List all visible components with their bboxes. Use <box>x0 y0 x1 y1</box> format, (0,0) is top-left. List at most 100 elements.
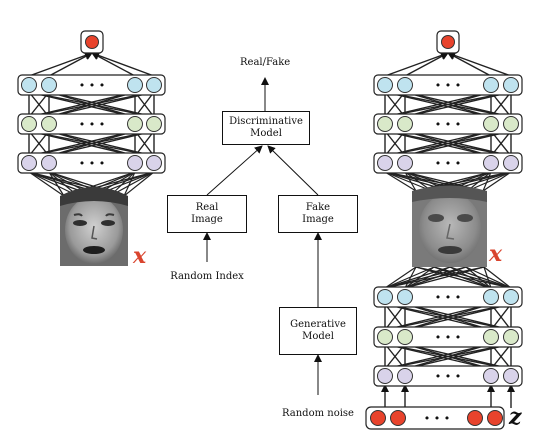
left-output-node-dot <box>85 35 99 49</box>
left-layer-bottom-node <box>127 155 143 171</box>
generator-input-connections <box>381 384 515 408</box>
right-layer-bottom: • • • <box>373 152 523 174</box>
generator-layer-mid-ellipsis: • • • <box>435 331 461 344</box>
noise-node <box>390 410 406 426</box>
right-network: • • • • • • • • • <box>373 30 523 192</box>
left-x-label: x <box>133 243 147 269</box>
generator-layer-bottom-node <box>503 368 519 384</box>
fake-image-line2: Image <box>302 214 334 225</box>
left-layer-top-node <box>21 77 37 93</box>
generator-layer-bottom: • • • <box>373 365 523 387</box>
generator-layer-mid-node <box>503 329 519 345</box>
noise-input-layer: • • • <box>365 406 505 430</box>
random-index-label: Random Index <box>170 271 244 282</box>
left-layer-mid-node <box>127 116 143 132</box>
arrow-fake-to-discriminative <box>267 145 319 196</box>
generator-layer-top-node <box>503 289 519 305</box>
fake-image-line1: Fake <box>305 202 331 213</box>
left-network: • • • • • • • • • <box>17 30 166 197</box>
left-layer-mid-ellipsis: • • • <box>79 118 105 131</box>
right-output-node <box>436 30 460 54</box>
right-layer-bottom-node <box>503 155 519 171</box>
right-layer-mid: • • • <box>373 113 523 135</box>
left-layer-bottom: • • • <box>17 152 166 174</box>
real-fake-label: Real/Fake <box>240 57 291 68</box>
generated-face-image <box>412 185 487 267</box>
left-layer-top-node <box>41 77 57 93</box>
generator-layer-top-node <box>377 289 393 305</box>
left-connections-1 <box>28 91 155 118</box>
left-layer-top-ellipsis: • • • <box>79 79 105 92</box>
fake-image-box: Fake Image <box>278 195 358 233</box>
left-layer-bottom-node <box>21 155 37 171</box>
right-layer-top-node <box>483 77 499 93</box>
left-layer-mid: • • • <box>17 113 166 135</box>
noise-node <box>467 410 483 426</box>
generator-network: • • • • • • • • • • • • <box>365 266 523 430</box>
right-connections-1 <box>384 91 512 118</box>
noise-node <box>487 410 503 426</box>
real-image-box: Real Image <box>167 195 247 233</box>
right-z-label: z <box>509 404 522 430</box>
left-layer-mid-node <box>21 116 37 132</box>
generator-layer-bottom-node <box>483 368 499 384</box>
right-layer-bottom-node <box>377 155 393 171</box>
generator-layer-top: • • • <box>373 286 523 308</box>
right-layer-mid-ellipsis: • • • <box>435 118 461 131</box>
right-layer-top-node <box>377 77 393 93</box>
left-layer-mid-node <box>146 116 162 132</box>
left-layer-bottom-node <box>41 155 57 171</box>
generator-layer-top-ellipsis: • • • <box>435 291 461 304</box>
right-layer-mid-node <box>483 116 499 132</box>
left-layer-top-node <box>146 77 162 93</box>
random-noise-label: Random noise <box>282 408 354 419</box>
generator-layer-top-node <box>483 289 499 305</box>
left-output-connections <box>28 51 155 77</box>
discriminative-line2: Model <box>250 128 282 139</box>
left-layer-top-node <box>127 77 143 93</box>
right-layer-top: • • • <box>373 74 523 96</box>
right-layer-top-node <box>503 77 519 93</box>
noise-layer-ellipsis: • • • <box>424 412 450 425</box>
generator-layer-mid-node <box>377 329 393 345</box>
generator-layer-mid-node <box>483 329 499 345</box>
right-layer-mid-node <box>397 116 413 132</box>
right-output-node-dot <box>441 35 455 49</box>
right-x-label: x <box>489 241 503 267</box>
left-output-node <box>80 30 104 54</box>
generator-layer-mid-node <box>397 329 413 345</box>
arrow-real-to-discriminative <box>206 145 263 196</box>
generator-connections-2 <box>384 343 512 370</box>
left-connections-2 <box>28 130 155 157</box>
right-output-connections <box>384 51 512 77</box>
discriminative-model-box: Discriminative Model <box>222 111 310 145</box>
real-image-line2: Image <box>191 214 223 225</box>
left-layer-top: • • • <box>17 74 166 96</box>
generative-model-box: Generative Model <box>279 307 357 355</box>
generator-layer-top-node <box>397 289 413 305</box>
generator-layer-bottom-node <box>397 368 413 384</box>
right-layer-bottom-ellipsis: • • • <box>435 157 461 170</box>
generator-layer-bottom-ellipsis: • • • <box>435 370 461 383</box>
right-layer-mid-node <box>377 116 393 132</box>
real-image-line1: Real <box>195 202 219 213</box>
noise-node <box>370 410 386 426</box>
right-connections-2 <box>384 130 512 157</box>
right-layer-bottom-node <box>397 155 413 171</box>
right-layer-top-ellipsis: • • • <box>435 79 461 92</box>
generative-line2: Model <box>302 331 334 342</box>
right-layer-mid-node <box>503 116 519 132</box>
left-layer-bottom-node <box>146 155 162 171</box>
generator-connections-1 <box>384 303 512 331</box>
generative-line1: Generative <box>290 319 346 330</box>
discriminative-line1: Discriminative <box>229 116 303 127</box>
right-layer-bottom-node <box>483 155 499 171</box>
generator-layer-bottom-node <box>377 368 393 384</box>
generator-layer-mid: • • • <box>373 326 523 348</box>
right-layer-top-node <box>397 77 413 93</box>
left-layer-bottom-ellipsis: • • • <box>79 157 105 170</box>
real-face-image <box>60 187 128 266</box>
generator-output-connections <box>384 266 512 289</box>
